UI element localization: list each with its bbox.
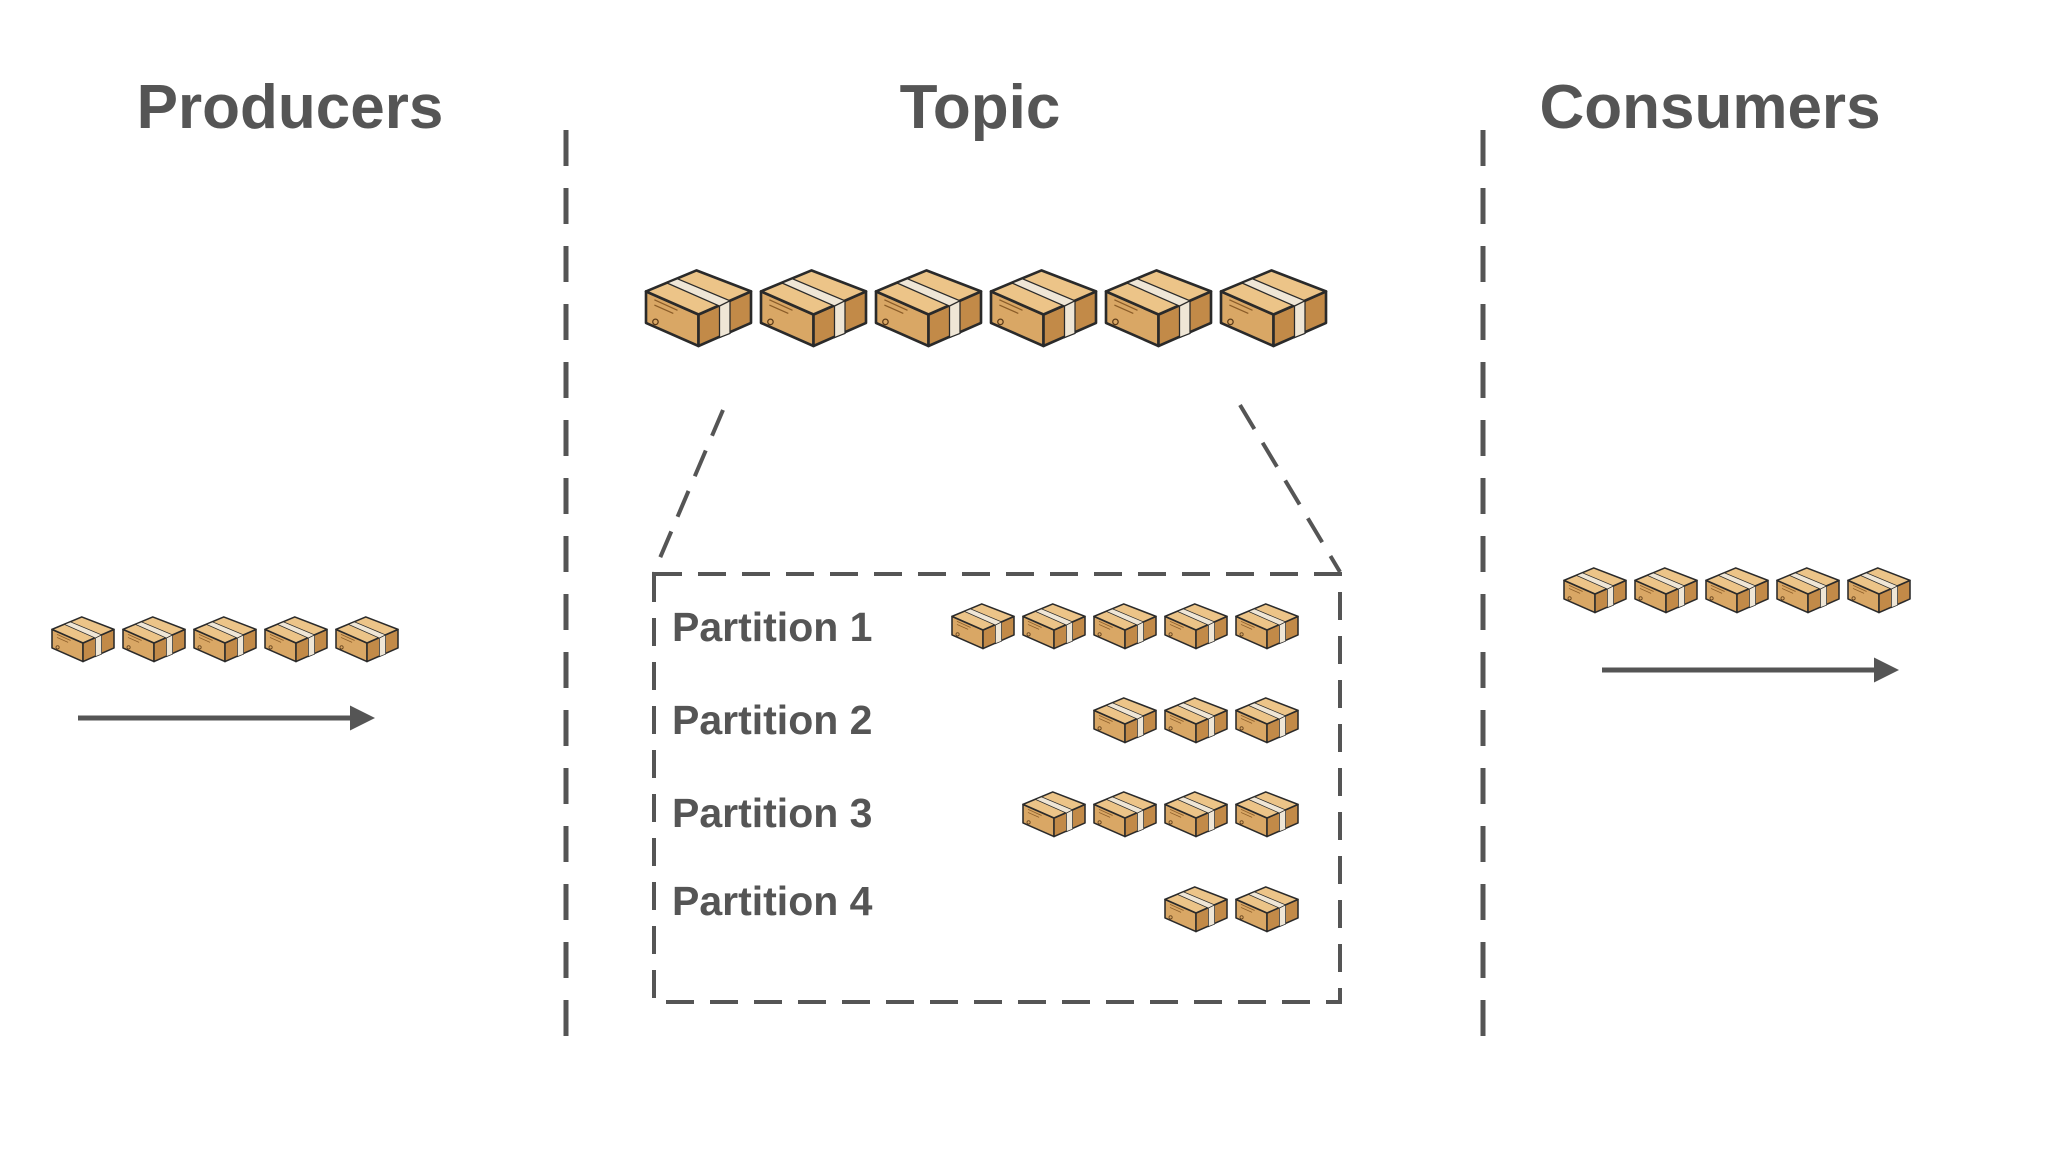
partition-3-message-box-icon xyxy=(1235,791,1299,838)
producer-message-box-icon xyxy=(335,616,399,663)
producer-message-box-icon xyxy=(122,616,186,663)
consumer-message-box-icon xyxy=(1705,567,1769,614)
producer-message-box-icon xyxy=(264,616,328,663)
partition-label-3: Partition 3 xyxy=(672,790,873,836)
partition-1-message-box-icon xyxy=(1022,603,1086,650)
producer-message-box-icon xyxy=(51,616,115,663)
zoom-line-right xyxy=(1238,403,1342,574)
topic-message-box-icon xyxy=(989,269,1098,348)
topic-title: Topic xyxy=(899,73,1061,142)
partitions-frame xyxy=(652,572,1342,1004)
partition-2-message-box-icon xyxy=(1235,697,1299,744)
producer-message-box-icon xyxy=(193,616,257,663)
producers-title: Producers xyxy=(136,73,444,142)
partition-1-message-box-icon xyxy=(1164,603,1228,650)
partition-1-message-box-icon xyxy=(1235,603,1299,650)
topic-message-box-icon xyxy=(874,269,983,348)
partition-label-4: Partition 4 xyxy=(672,878,873,924)
topic-message-box-icon xyxy=(1219,269,1328,348)
topic-message-box-icon xyxy=(644,269,753,348)
topic-message-box-icon xyxy=(759,269,868,348)
consumer-message-box-icon xyxy=(1563,567,1627,614)
consumer-message-box-icon xyxy=(1776,567,1840,614)
partition-2-message-box-icon xyxy=(1093,697,1157,744)
consumer-message-box-icon xyxy=(1634,567,1698,614)
message-boxes xyxy=(51,269,1911,933)
partition-label-1: Partition 1 xyxy=(672,604,873,650)
zoom-line-left xyxy=(652,409,725,573)
partition-label-2: Partition 2 xyxy=(672,697,873,743)
partition-1-message-box-icon xyxy=(951,603,1015,650)
partition-3-message-box-icon xyxy=(1022,791,1086,838)
partition-4-message-box-icon xyxy=(1164,886,1228,933)
topic-message-box-icon xyxy=(1104,269,1213,348)
consumers-title: Consumers xyxy=(1539,73,1881,142)
partition-1-message-box-icon xyxy=(1093,603,1157,650)
partition-3-message-box-icon xyxy=(1093,791,1157,838)
partition-2-message-box-icon xyxy=(1164,697,1228,744)
partition-3-message-box-icon xyxy=(1164,791,1228,838)
consumer-message-box-icon xyxy=(1847,567,1911,614)
partition-4-message-box-icon xyxy=(1235,886,1299,933)
